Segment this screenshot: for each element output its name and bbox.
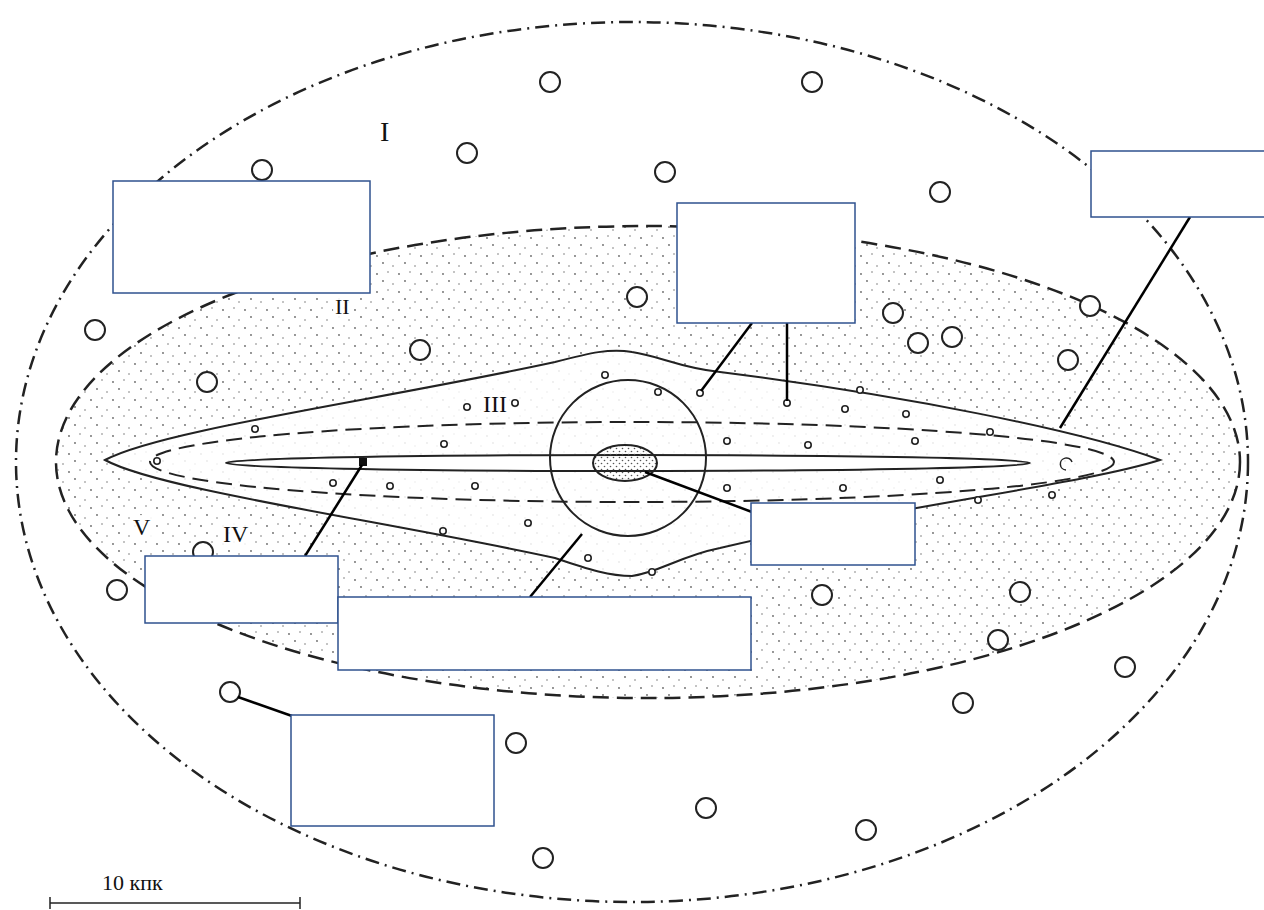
sun-mark [1060,458,1072,470]
galactic-disk [105,351,1160,576]
globular-clusters [85,72,1135,868]
disk-objects [154,372,1055,575]
outer-halo [16,22,1248,902]
region-label: IV [221,522,250,546]
scale-label: 10 кпк [100,872,165,894]
region-label: II [333,296,352,318]
nucleus [593,445,657,481]
scale-bar [50,897,300,909]
region-label: V [131,515,152,539]
bulge [550,380,706,536]
empty-callout-boxes [113,151,1264,826]
thin-disk [150,422,1114,502]
region-label: I [378,118,391,146]
region-label: III [481,392,509,416]
inner-halo [56,226,1240,698]
